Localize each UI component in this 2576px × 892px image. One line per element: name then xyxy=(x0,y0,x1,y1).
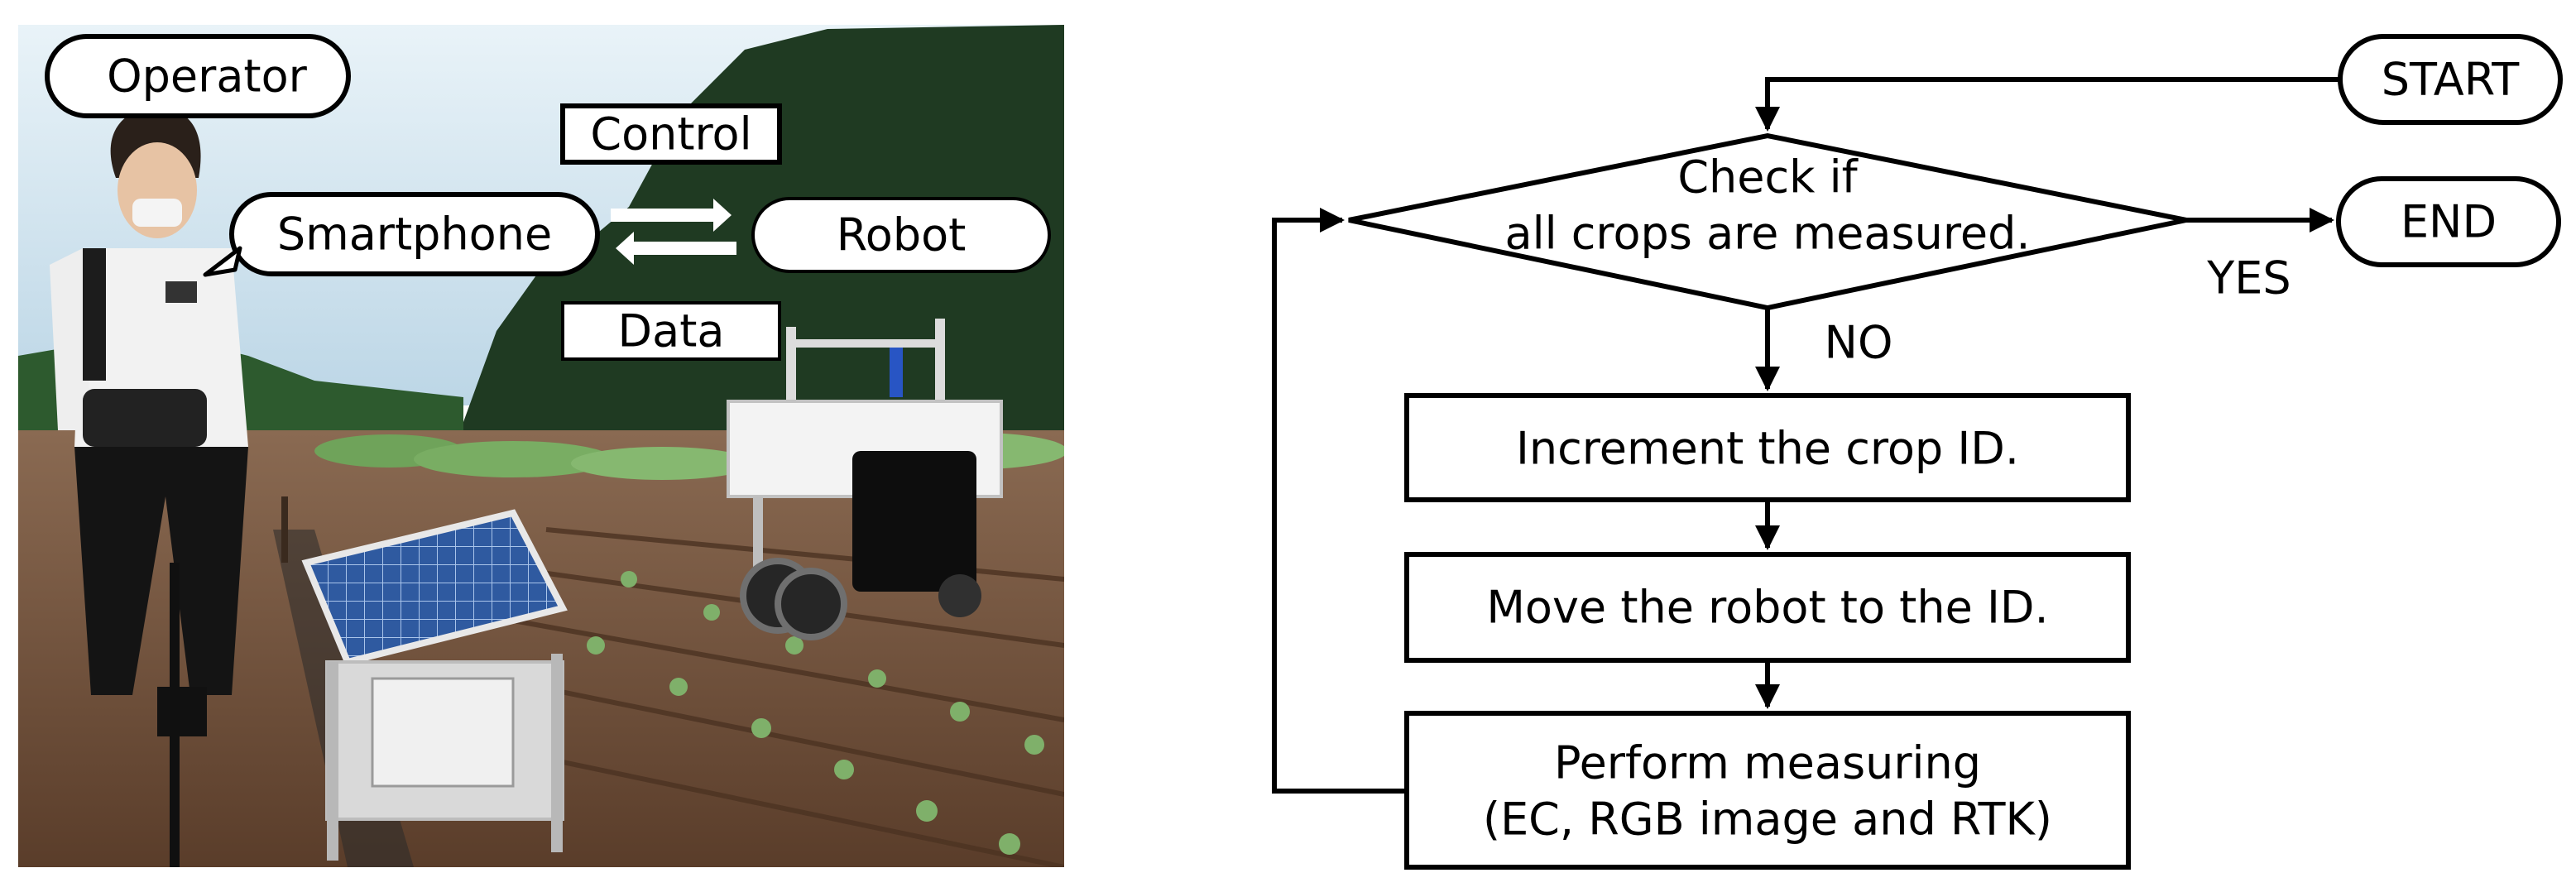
control-tag-box xyxy=(560,103,782,165)
smartphone-tag-box xyxy=(229,192,600,276)
robot-label: Robot xyxy=(837,209,967,261)
step3-box xyxy=(1404,711,2131,870)
end-label: END xyxy=(2401,196,2497,248)
data-arrow xyxy=(616,232,736,265)
robot-tag-box xyxy=(751,197,1051,273)
field-robot xyxy=(727,319,1003,640)
data-tag: Data xyxy=(561,301,781,361)
step2-box xyxy=(1404,552,2131,663)
data-tag-box xyxy=(561,301,781,361)
robot-tag: Robot xyxy=(751,197,1051,273)
start-to-decision-line xyxy=(1755,77,2340,132)
step2-label: Move the robot to the ID. xyxy=(1486,582,2048,634)
operator-figure xyxy=(50,108,248,736)
field-stake xyxy=(281,496,288,563)
connectors xyxy=(1272,77,2340,794)
control-label: Control xyxy=(590,108,751,161)
smartphone-pointer xyxy=(203,246,242,277)
field-stake xyxy=(170,563,180,867)
yes-label: YES xyxy=(2206,252,2291,305)
data-label: Data xyxy=(618,305,725,357)
operator-tag-box xyxy=(45,34,351,118)
crop-plants xyxy=(314,433,1064,855)
decision-label-line1: Check if xyxy=(1677,151,1859,204)
start-label: START xyxy=(2382,54,2521,106)
step1-box xyxy=(1404,393,2131,502)
solar-sensor-unit xyxy=(301,509,568,861)
field-photo xyxy=(18,25,1064,867)
smartphone-tag: Smartphone xyxy=(203,192,600,277)
smartphone-label: Smartphone xyxy=(277,209,552,261)
step3-label-line1: Perform measuring xyxy=(1554,737,1981,789)
step3-label-line2: (EC, RGB image and RTK) xyxy=(1483,794,2052,846)
loop-back-line xyxy=(1272,208,1407,794)
no-label: NO xyxy=(1825,317,1893,369)
step1-label: Increment the crop ID. xyxy=(1516,423,2019,475)
operator-tag: Operator xyxy=(45,34,351,118)
control-tag: Control xyxy=(560,103,782,165)
flowchart xyxy=(1348,34,2563,870)
control-arrow xyxy=(611,199,732,232)
decision-label-line2: all crops are measured. xyxy=(1504,208,2030,260)
end-terminal xyxy=(2336,176,2561,267)
operator-label: Operator xyxy=(107,50,308,103)
